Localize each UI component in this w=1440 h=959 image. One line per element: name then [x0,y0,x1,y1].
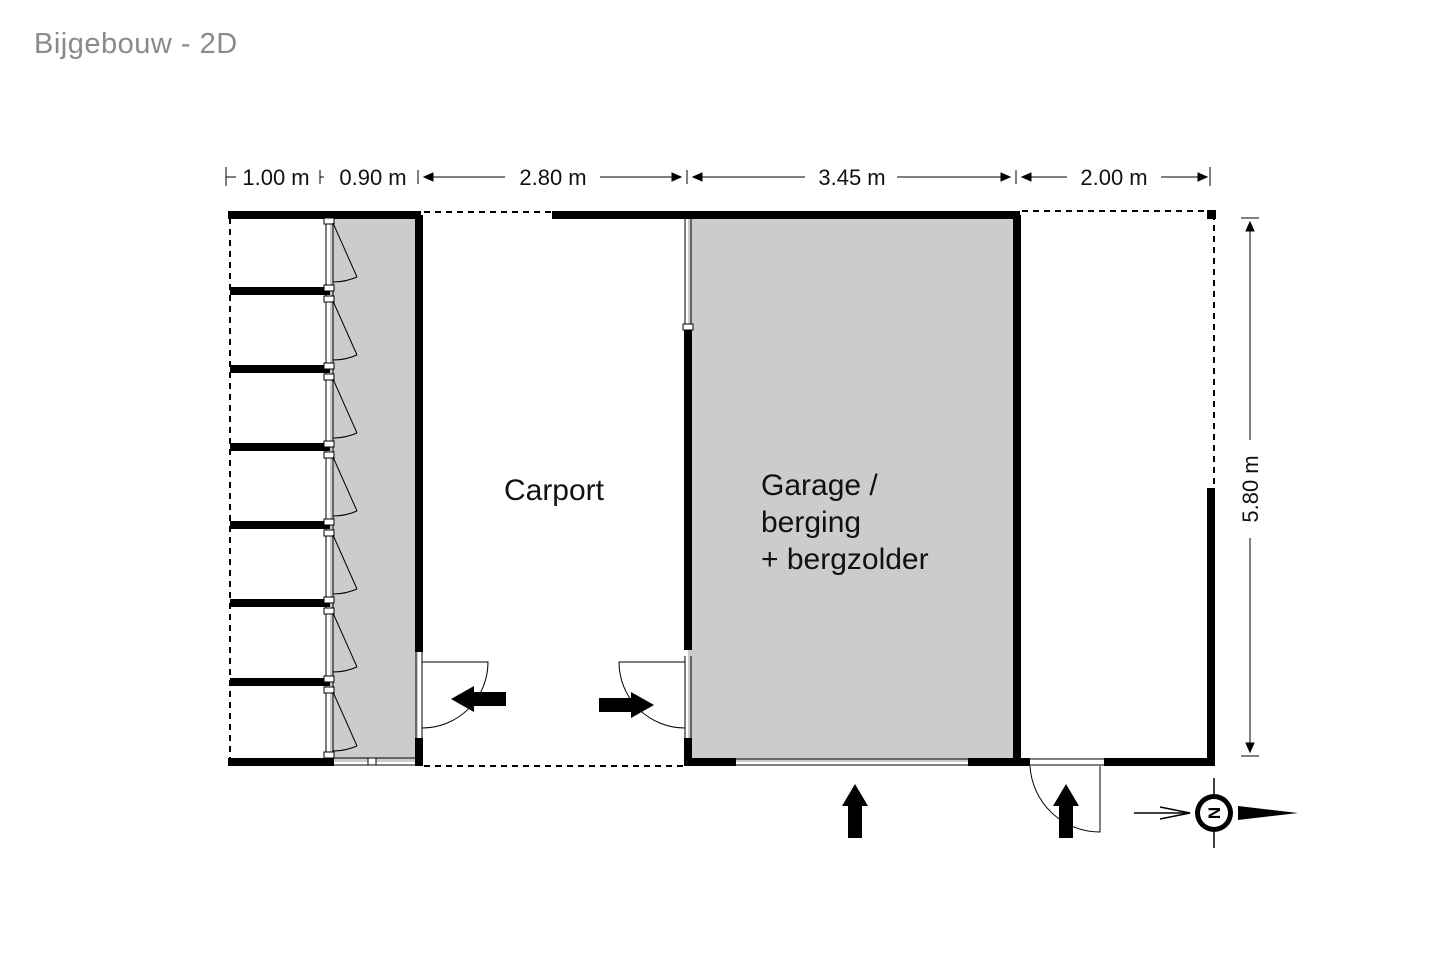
corner-post [1207,210,1216,219]
garage-label-line-2: berging [761,506,861,539]
garage-label-line-3: + bergzolder [761,543,929,576]
page-title: Bijgebouw - 2D [34,28,238,60]
storage-doors [332,222,358,752]
window-lines [325,219,1104,766]
dimension-label-height: 5.80 m [1238,455,1263,522]
walls [228,211,1215,766]
compass-icon: N [1134,778,1298,848]
entrance-arrows [451,686,1079,838]
storage-corridor-fill [330,217,418,762]
carport-label: Carport [504,474,605,507]
dimension-label-2: 0.90 m [339,165,406,190]
open-outline-lines [229,210,1215,767]
dimension-label-3: 2.80 m [519,165,586,190]
garage-label-line-1: Garage / [761,469,878,502]
dimension-line-top [225,167,1211,186]
compass-north-label: N [1205,807,1224,819]
dimension-label-5: 2.00 m [1080,165,1147,190]
frame-marks [323,217,694,766]
dimension-label-1: 1.00 m [242,165,309,190]
dimension-label-4: 3.45 m [818,165,885,190]
dimension-line-right [1241,217,1259,757]
garage-fill [688,217,1018,762]
